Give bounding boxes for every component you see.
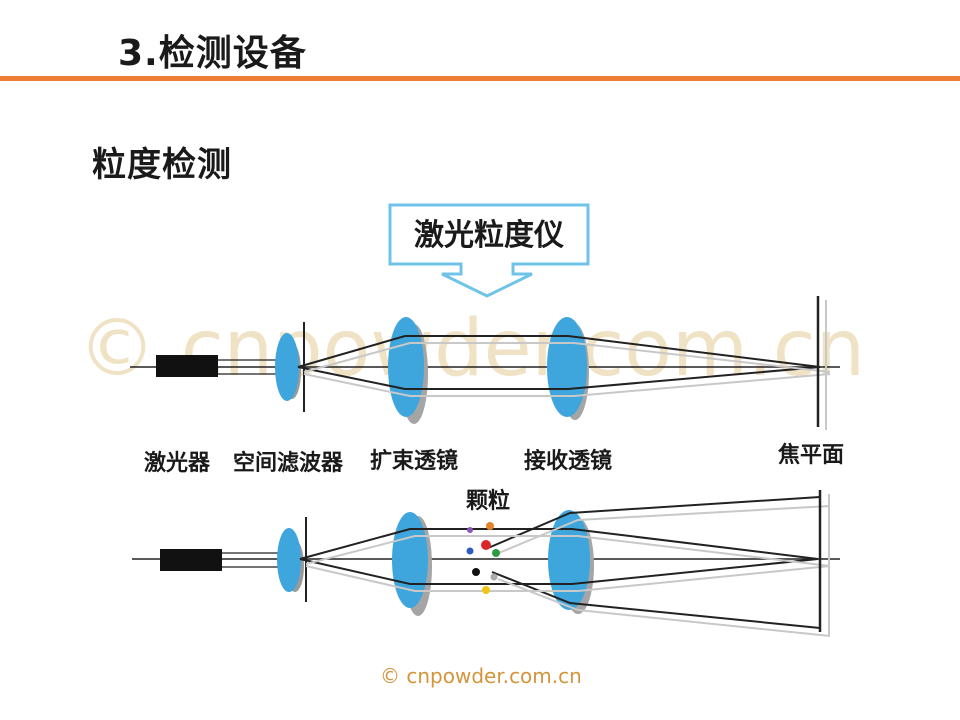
title-divider xyxy=(0,76,960,81)
bottom-scatter-shadow-down xyxy=(497,578,831,637)
instrument-callout: 激光粒度仪 xyxy=(388,203,590,298)
section-heading: 粒度检测 xyxy=(92,145,232,185)
label-laser: 激光器 xyxy=(144,450,211,476)
bottom-scatter-ray-up xyxy=(487,496,821,549)
top-ray-lower xyxy=(297,366,821,390)
bottom-ray-upper xyxy=(299,528,474,560)
callout-shape xyxy=(388,203,590,298)
bottom-scatter-shadow-up xyxy=(493,505,831,556)
bottom-ray-lower xyxy=(299,558,474,585)
diagram-watermark: © cnpowder.com.cn xyxy=(78,304,865,394)
top-ray-upper-shadow xyxy=(303,342,831,373)
top-filter-lens xyxy=(275,333,299,401)
footer-credit: © cnpowder.com.cn xyxy=(380,664,582,688)
bottom-scatter-ray-down xyxy=(491,571,821,629)
particle xyxy=(492,549,500,557)
label-focal-plane: 焦平面 xyxy=(777,442,844,468)
bottom-ray-shadow-b xyxy=(305,565,831,592)
top-optical-path xyxy=(130,296,840,430)
label-receiving-lens: 接收透镜 xyxy=(524,448,612,474)
top-expander-lens xyxy=(388,317,424,417)
bottom-expander-lens xyxy=(392,512,428,608)
bottom-receiving-lens xyxy=(548,510,590,610)
top-laser-body xyxy=(156,355,218,377)
top-receiving-lens xyxy=(547,317,587,417)
bottom-filter-lens xyxy=(277,528,301,592)
bottom-optical-path xyxy=(132,490,840,637)
particle xyxy=(467,527,473,533)
particle xyxy=(472,568,480,576)
particle xyxy=(482,586,490,594)
particle xyxy=(481,540,491,550)
bottom-ray-lower-cont xyxy=(474,558,819,585)
top-component-labels: 激光器 空间滤波器 扩束透镜 接收透镜 焦平面 xyxy=(144,442,844,476)
slide-title: 3.检测设备 xyxy=(118,33,307,74)
label-expander-lens: 扩束透镜 xyxy=(370,448,458,474)
top-ray-lower-shadow xyxy=(303,373,831,397)
particle xyxy=(466,547,474,555)
bottom-ray-upper-cont xyxy=(474,528,819,560)
particle-cluster xyxy=(466,522,500,594)
bottom-laser-body xyxy=(160,549,222,571)
bottom-ray-shadow-a xyxy=(305,535,831,567)
particle xyxy=(486,522,494,530)
label-spatial-filter: 空间滤波器 xyxy=(233,450,344,476)
top-ray-upper xyxy=(297,335,821,368)
label-particles: 颗粒 xyxy=(466,488,510,514)
callout-label: 激光粒度仪 xyxy=(414,218,564,253)
particle xyxy=(490,573,498,581)
